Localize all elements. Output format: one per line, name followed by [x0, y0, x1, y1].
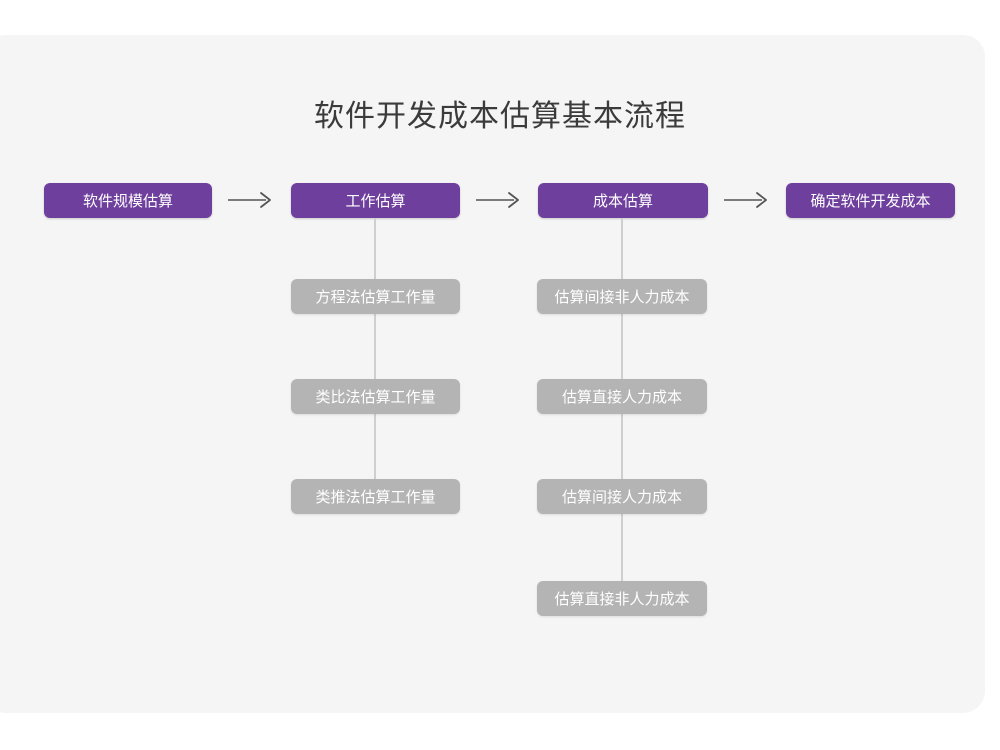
- flow-node-label: 成本估算: [592, 193, 653, 210]
- branch-node-inference-method-workload[interactable]: 类推法估算工作量: [291, 479, 460, 514]
- flow-node-software-scale-estimation[interactable]: 软件规模估算: [44, 183, 212, 218]
- branch-node-direct-labor-cost[interactable]: 估算直接人力成本: [537, 379, 707, 414]
- branch-node-label: 类比法估算工作量: [315, 389, 436, 406]
- arrow-right-icon: [476, 190, 522, 210]
- branch-node-label: 估算直接人力成本: [561, 389, 682, 406]
- flow-node-determine-development-cost[interactable]: 确定软件开发成本: [786, 183, 955, 218]
- branch-node-indirect-labor-cost[interactable]: 估算间接人力成本: [537, 479, 707, 514]
- flow-node-cost-estimation[interactable]: 成本估算: [538, 183, 708, 218]
- branch-node-label: 估算间接人力成本: [561, 489, 682, 506]
- arrow-right-icon: [724, 190, 770, 210]
- branch-node-analogy-method-workload[interactable]: 类比法估算工作量: [291, 379, 460, 414]
- branch-node-indirect-nonlabor-cost[interactable]: 估算间接非人力成本: [537, 279, 707, 314]
- branch-node-label: 估算间接非人力成本: [554, 289, 690, 306]
- branch-node-label: 估算直接非人力成本: [554, 591, 690, 608]
- flow-node-work-estimation[interactable]: 工作估算: [291, 183, 460, 218]
- flow-node-label: 软件规模估算: [82, 193, 173, 210]
- flow-node-label: 确定软件开发成本: [810, 193, 931, 210]
- diagram-panel: [0, 35, 985, 713]
- connector-line-cost-estimation: [621, 218, 623, 614]
- branch-node-direct-nonlabor-cost[interactable]: 估算直接非人力成本: [537, 581, 707, 616]
- branch-node-equation-method-workload[interactable]: 方程法估算工作量: [291, 279, 460, 314]
- branch-node-label: 方程法估算工作量: [315, 289, 436, 306]
- connector-line-work-estimation: [374, 218, 376, 514]
- branch-node-label: 类推法估算工作量: [315, 489, 436, 506]
- page-title: 软件开发成本估算基本流程: [314, 100, 686, 133]
- arrow-right-icon: [228, 190, 274, 210]
- flow-node-label: 工作估算: [345, 193, 406, 210]
